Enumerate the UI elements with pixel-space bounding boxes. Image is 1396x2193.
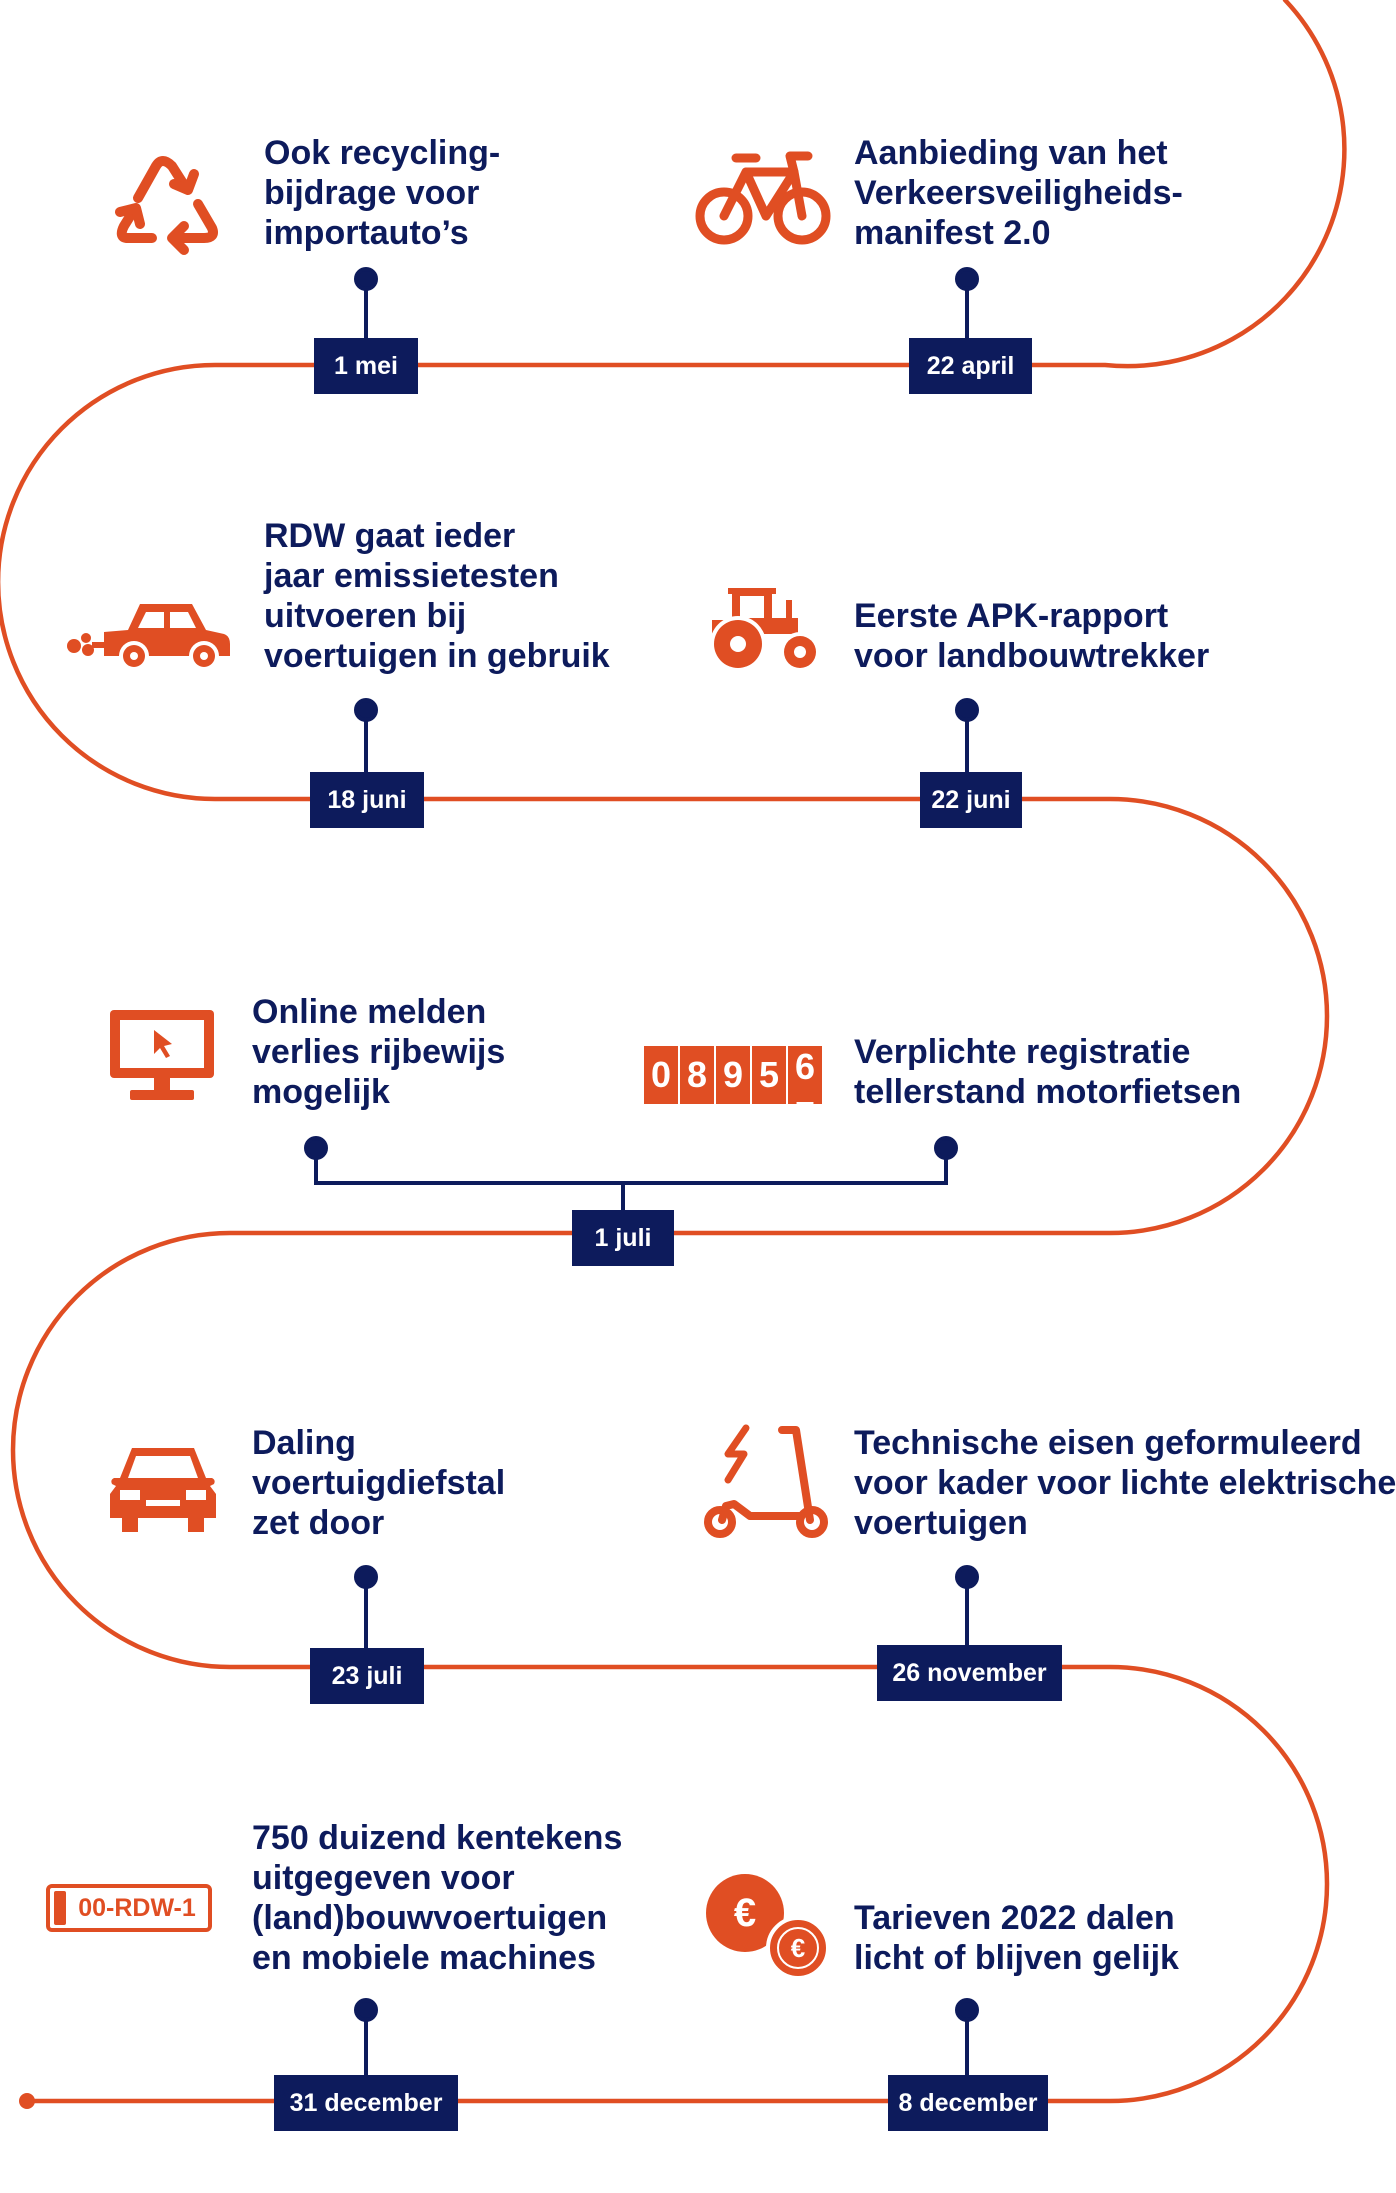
date-badge: 1 mei [314, 338, 418, 394]
title-line: jaar emissietesten [264, 557, 559, 595]
event-title-diefstal: Daling voertuigdiefstal zet door [252, 1423, 505, 1543]
title-line: voertuigen [854, 1504, 1028, 1542]
event-title-kentekens: 750 duizend kentekens uitgegeven voor (l… [252, 1818, 622, 1978]
license-plate-icon: 00-RDW-1 [46, 1884, 212, 1932]
odometer-digit: 9 [716, 1046, 750, 1104]
plate-stripe [54, 1891, 66, 1925]
title-line: uitgegeven voor [252, 1859, 515, 1897]
title-line: Online melden [252, 993, 487, 1031]
date-badge: 22 april [909, 338, 1032, 394]
title-line: tellerstand motorfietsen [854, 1073, 1242, 1111]
event-title-tellerstand: Verplichte registratie tellerstand motor… [854, 1032, 1241, 1112]
title-line: Aanbieding van het [854, 134, 1168, 172]
monitor-cursor-icon [110, 1010, 214, 1100]
title-line: Ook recycling- [264, 134, 501, 172]
event-title-recycling: Ook recycling- bijdrage voor importauto’… [264, 133, 500, 253]
odometer-digit: 0 [644, 1046, 678, 1104]
date-badge: 18 juni [310, 772, 424, 828]
date-badge: 1 juli [572, 1210, 674, 1266]
title-line: voertuigen in gebruik [264, 637, 610, 675]
euro-coins-icon: € € [706, 1874, 830, 1984]
title-line: en mobiele machines [252, 1939, 596, 1977]
title-line: Technische eisen geformuleerd [854, 1424, 1362, 1462]
title-line: Verkeersveiligheids- [854, 174, 1183, 212]
title-line: zet door [252, 1504, 385, 1542]
title-line: manifest 2.0 [854, 214, 1051, 252]
tractor-icon [710, 588, 820, 672]
title-line: bijdrage voor [264, 174, 480, 212]
title-line: voor landbouwtrekker [854, 637, 1210, 675]
coin-small-inner: € [777, 1927, 819, 1969]
title-line: uitvoeren bij [264, 597, 467, 635]
title-line: 750 duizend kentekens [252, 1819, 623, 1857]
recycle-icon [115, 156, 218, 255]
title-line: RDW gaat ieder [264, 517, 516, 555]
car-front-icon [110, 1448, 216, 1532]
title-line: verlies rijbewijs [252, 1033, 506, 1071]
event-title-manifest: Aanbieding van het Verkeersveiligheids- … [854, 133, 1183, 253]
odometer-digit: 6 [794, 1046, 816, 1087]
title-line: voor kader voor lichte elektrische [854, 1464, 1396, 1502]
title-line: voertuigdiefstal [252, 1464, 506, 1502]
car-emission-icon [67, 604, 230, 671]
odometer-digit: 5 [752, 1046, 786, 1104]
event-title-technische-eisen: Technische eisen geformuleerd voor kader… [854, 1423, 1396, 1543]
electric-scooter-icon [704, 1424, 828, 1538]
date-badge: 22 juni [920, 772, 1022, 828]
event-title-rijbewijs: Online melden verlies rijbewijs mogelijk [252, 992, 505, 1112]
event-title-emission: RDW gaat ieder jaar emissietesten uitvoe… [264, 516, 610, 676]
coin-small: € [766, 1916, 830, 1980]
odometer-rolling-digit: 6 7 [788, 1046, 822, 1135]
bicycle-icon [695, 151, 831, 245]
odometer-next-digit: 7 [794, 1094, 816, 1135]
title-line: Verplichte registratie [854, 1033, 1191, 1071]
title-line: mogelijk [252, 1073, 390, 1111]
date-badge: 8 december [888, 2075, 1048, 2131]
date-badge: 23 juli [310, 1648, 424, 1704]
title-line: Daling [252, 1424, 356, 1462]
event-title-tarieven: Tarieven 2022 dalen licht of blijven gel… [854, 1898, 1179, 1978]
title-line: licht of blijven gelijk [854, 1939, 1179, 1977]
title-line: importauto’s [264, 214, 469, 252]
date-badge: 31 december [274, 2075, 458, 2131]
title-line: (land)bouwvoertuigen [252, 1899, 608, 1937]
title-line: Tarieven 2022 dalen [854, 1899, 1175, 1937]
date-badge: 26 november [877, 1645, 1062, 1701]
plate-text: 00-RDW-1 [78, 1893, 196, 1922]
odometer-icon: 0 8 9 5 6 7 [644, 1046, 824, 1135]
title-line: Eerste APK-rapport [854, 597, 1169, 635]
odometer-digit: 8 [680, 1046, 714, 1104]
event-title-apk: Eerste APK-rapport voor landbouwtrekker [854, 596, 1209, 676]
